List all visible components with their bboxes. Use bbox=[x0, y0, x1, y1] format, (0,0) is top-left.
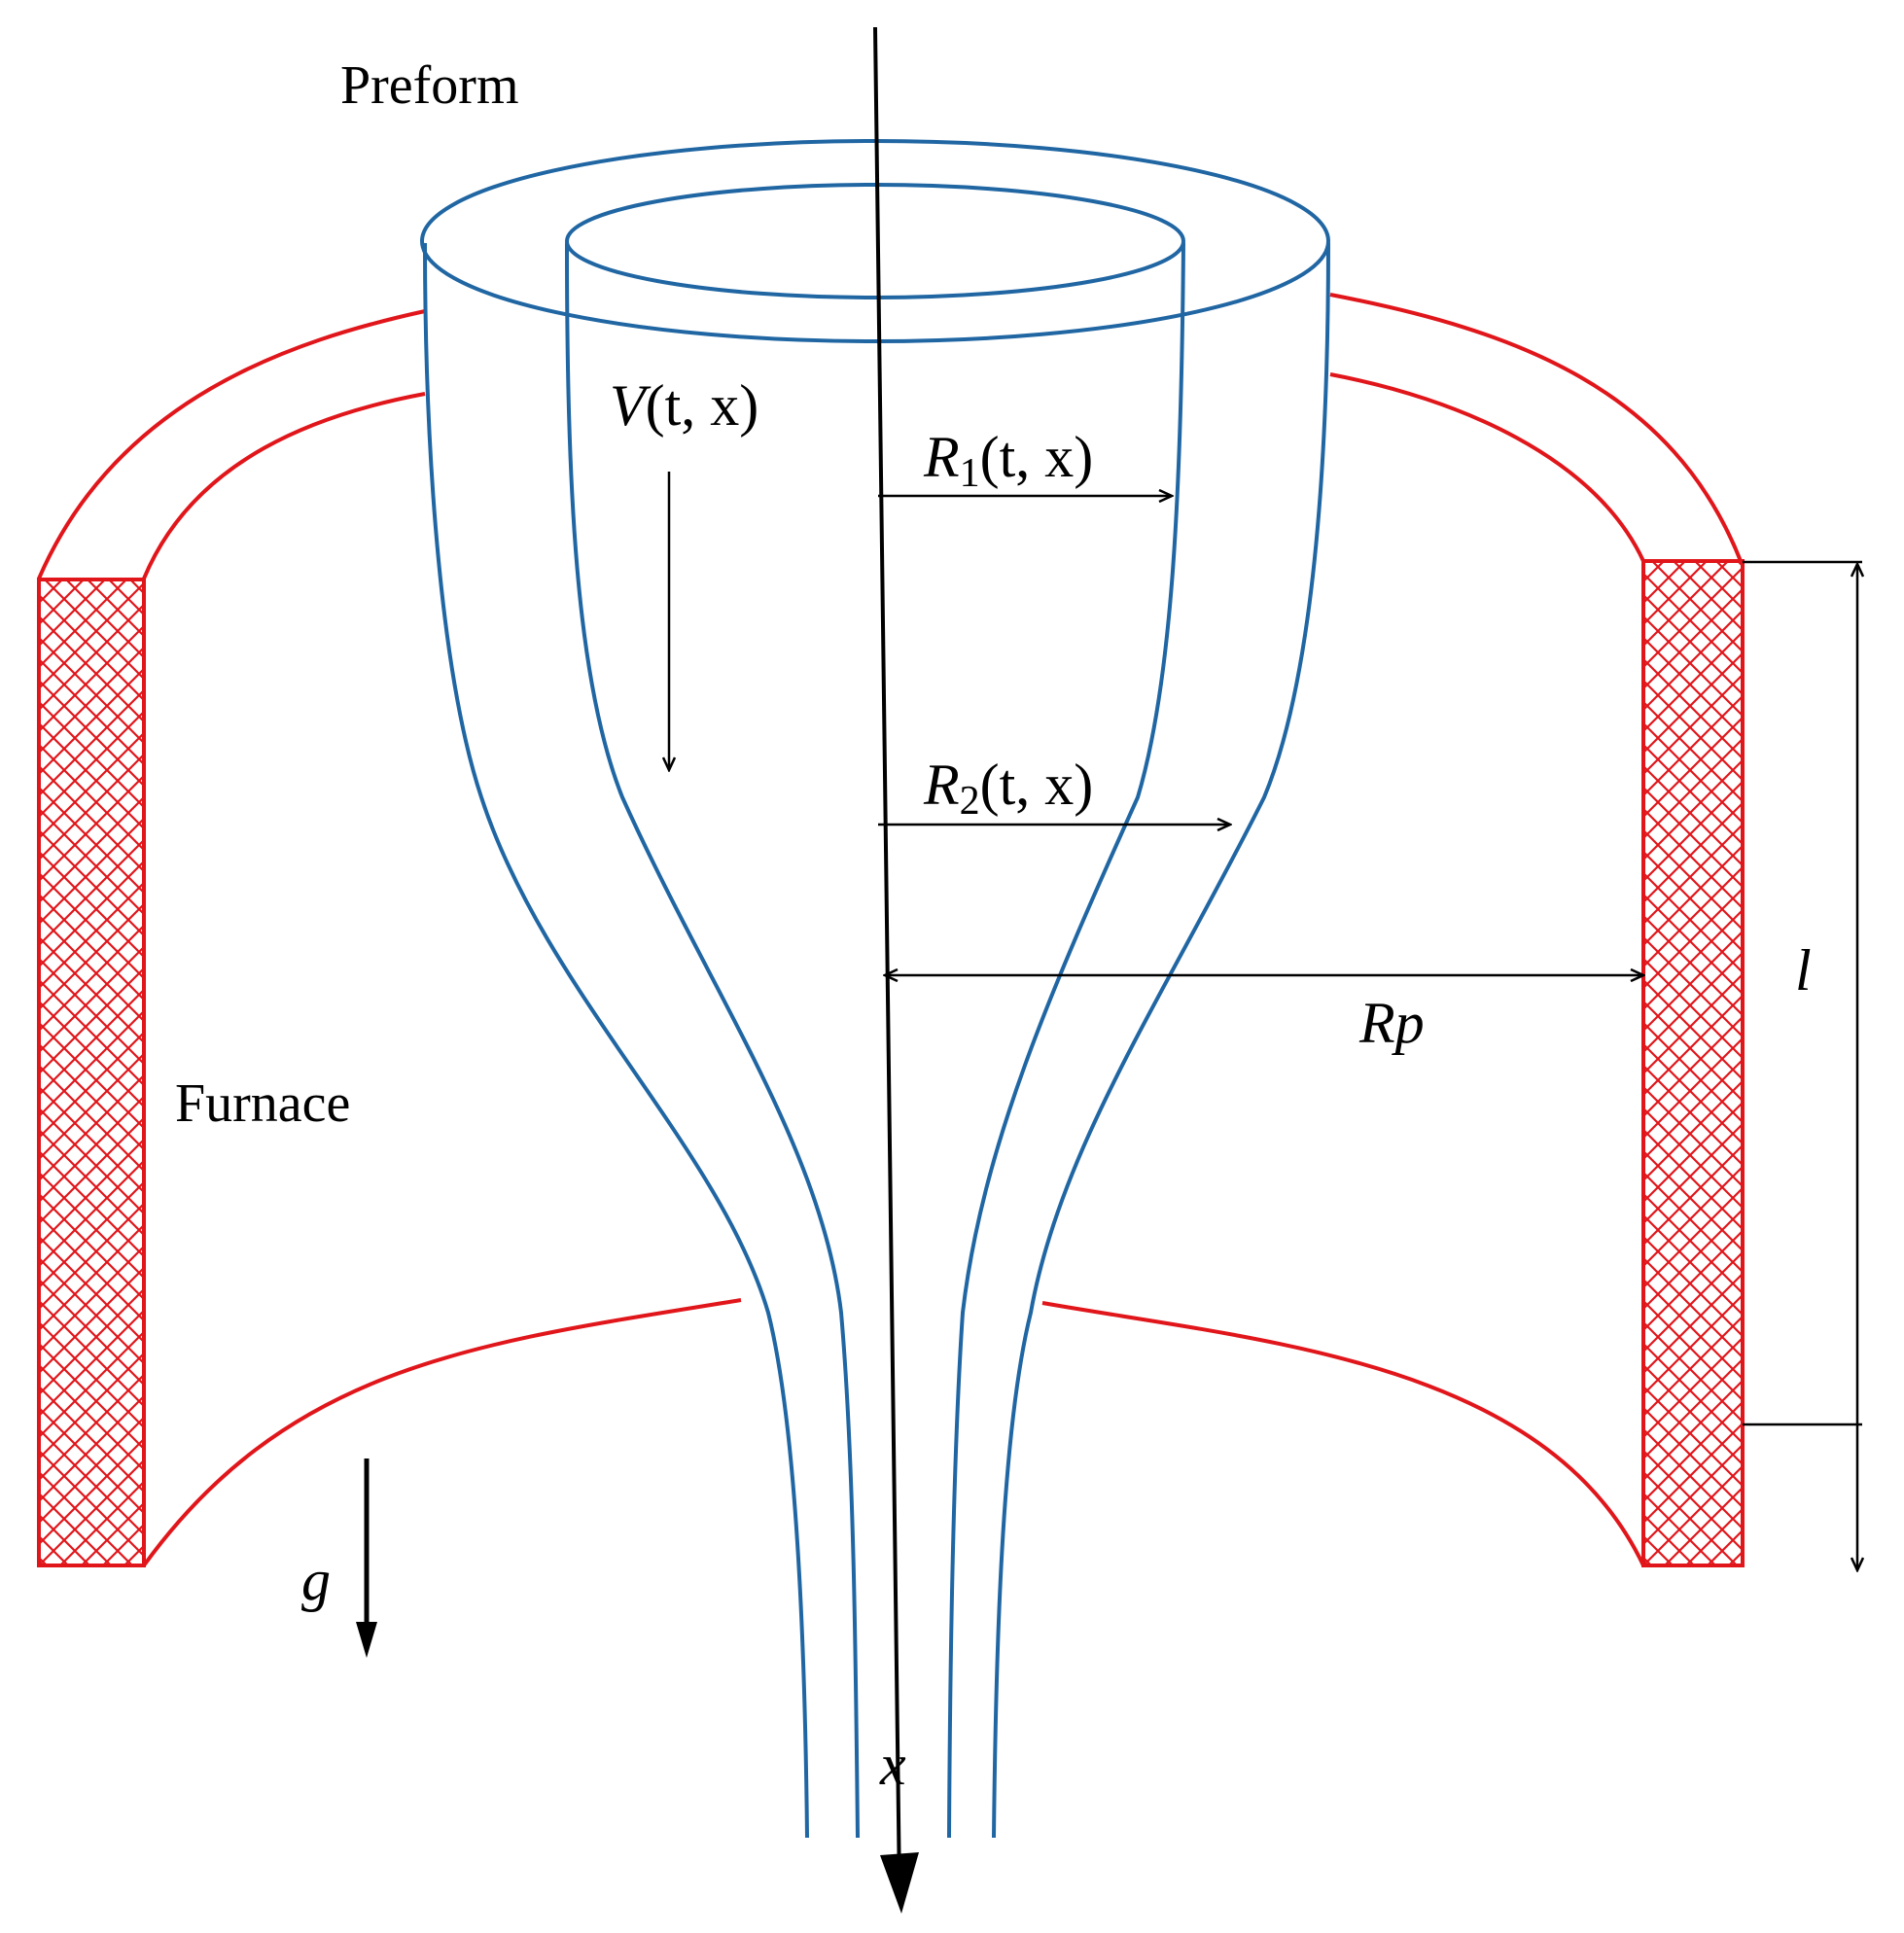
outer-radius-args: (t, x) bbox=[980, 753, 1094, 817]
velocity-symbol: V bbox=[610, 373, 652, 438]
furnace-bottom-right-curve bbox=[1041, 1301, 1645, 1566]
x-axis-arrowhead bbox=[880, 1852, 919, 1914]
preform-label: Preform bbox=[340, 55, 519, 116]
x-axis-line bbox=[873, 26, 901, 1892]
preform bbox=[420, 139, 1330, 1839]
furnace-right-top-outer-curve bbox=[1329, 293, 1743, 562]
furnace-radius-label: Rp bbox=[1358, 991, 1425, 1055]
preform-outer-left-wall bbox=[423, 242, 809, 1839]
furnace-left-top-inner-curve bbox=[142, 392, 426, 580]
furnace-bottom-left-curve bbox=[142, 1298, 742, 1567]
inner-radius-subscript: 1 bbox=[960, 451, 980, 496]
inner-radius-symbol: R bbox=[923, 425, 960, 489]
x-axis-label: x bbox=[879, 1733, 906, 1797]
gravity-arrowhead bbox=[356, 1622, 377, 1658]
preform-inner-top-ellipse bbox=[565, 183, 1185, 299]
preform-inner-right-wall bbox=[947, 242, 1185, 1839]
preform-outer-right-wall bbox=[992, 242, 1330, 1839]
furnace-left-wall bbox=[37, 578, 146, 1567]
inner-radius-args: (t, x) bbox=[980, 425, 1094, 489]
velocity-label: V(t, x) bbox=[610, 373, 758, 438]
furnace bbox=[37, 293, 1743, 1567]
inner-radius-label: R1(t, x) bbox=[923, 425, 1093, 496]
outer-radius-subscript: 2 bbox=[960, 779, 980, 824]
velocity-args: (t, x) bbox=[646, 373, 759, 438]
furnace-left-top-outer-curve bbox=[37, 309, 426, 580]
gravity-label: g bbox=[301, 1548, 331, 1612]
furnace-right-wall bbox=[1641, 559, 1745, 1567]
furnace-right-top-inner-curve bbox=[1329, 372, 1645, 562]
furnace-length-label: l bbox=[1795, 938, 1812, 1002]
furnace-label: Furnace bbox=[175, 1073, 350, 1134]
outer-radius-label: R2(t, x) bbox=[923, 753, 1093, 824]
preform-inner-left-wall bbox=[565, 242, 860, 1839]
outer-radius-symbol: R bbox=[923, 753, 960, 817]
